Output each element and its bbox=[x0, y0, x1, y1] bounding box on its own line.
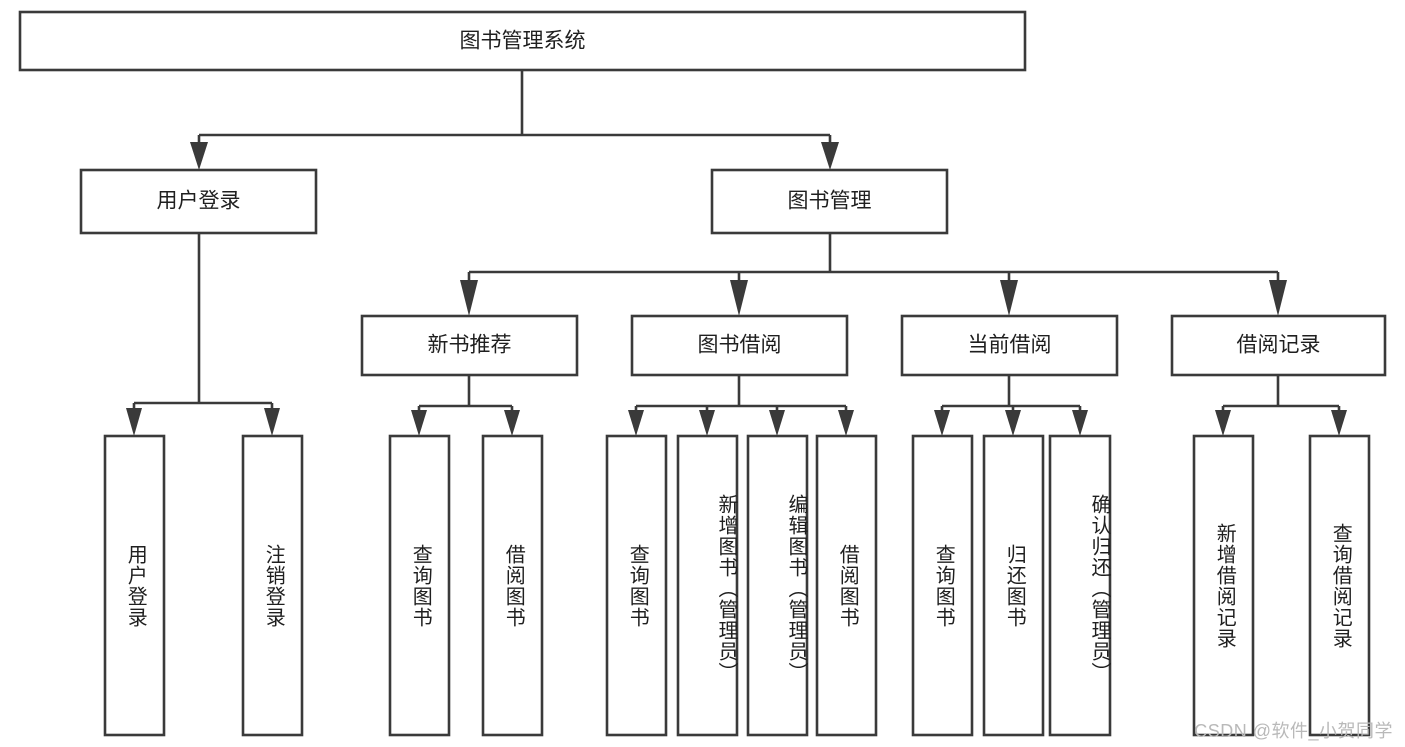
arrow-head-leaf-confirm-return-admin bbox=[1072, 410, 1088, 436]
node-root-label: 图书管理系统 bbox=[460, 30, 586, 53]
connector-current-borrow-to-leaves bbox=[934, 375, 1088, 436]
node-current-borrow-label: 当前借阅 bbox=[968, 334, 1052, 357]
arrow-head-to-book-borrow bbox=[730, 280, 748, 316]
arrow-head-to-user-login bbox=[190, 142, 208, 170]
node-leaf-query-borrow-record-rect[interactable] bbox=[1308, 434, 1371, 737]
node-current-borrow[interactable]: 当前借阅 bbox=[900, 314, 1119, 377]
connector-new-book-recommend-to-leaves bbox=[411, 375, 520, 436]
node-new-book-recommend-rect[interactable] bbox=[360, 314, 579, 377]
node-leaf-edit-book-admin-rect[interactable] bbox=[746, 434, 809, 737]
node-borrow-record-rect[interactable] bbox=[1170, 314, 1387, 377]
arrow-head-leaf-query-book-2 bbox=[628, 410, 644, 436]
node-leaf-query-book-1-rect[interactable] bbox=[388, 434, 451, 737]
node-leaf-query-book-2-rect[interactable] bbox=[605, 434, 668, 737]
node-leaf-user-login-rect[interactable] bbox=[103, 434, 166, 737]
arrow-head-leaf-query-book-1 bbox=[411, 410, 427, 436]
node-leaf-logout-login-rect[interactable] bbox=[241, 434, 304, 737]
node-user-login-rect[interactable] bbox=[79, 168, 318, 235]
connector-book-manage-to-level2 bbox=[460, 233, 1287, 316]
node-root[interactable]: 图书管理系统 bbox=[18, 10, 1027, 72]
node-new-book-recommend-label: 新书推荐 bbox=[428, 334, 512, 357]
arrow-head-to-new-book-recommend bbox=[460, 280, 478, 316]
node-book-borrow-rect[interactable] bbox=[630, 314, 849, 377]
arrow-head-leaf-user-login bbox=[126, 408, 142, 436]
node-borrow-record-label: 借阅记录 bbox=[1237, 334, 1321, 357]
arrow-head-to-current-borrow bbox=[1000, 280, 1018, 316]
node-leaf-return-book-rect[interactable] bbox=[982, 434, 1045, 737]
csdn-watermark: CSDN @软件_小贺同学 bbox=[1194, 721, 1393, 741]
arrow-head-leaf-query-book-3 bbox=[934, 410, 950, 436]
leaf-rects bbox=[103, 434, 1371, 737]
connector-user-login-to-leaves bbox=[126, 233, 280, 436]
arrow-head-leaf-edit-book-admin bbox=[769, 410, 785, 436]
node-user-login[interactable]: 用户登录 bbox=[79, 168, 318, 235]
node-leaf-borrow-book-2-rect[interactable] bbox=[815, 434, 878, 737]
node-user-login-label: 用户登录 bbox=[157, 190, 241, 213]
node-book-borrow[interactable]: 图书借阅 bbox=[630, 314, 849, 377]
connector-borrow-record-to-leaves bbox=[1215, 375, 1347, 436]
node-leaf-confirm-return-admin-rect[interactable] bbox=[1048, 434, 1112, 737]
node-book-manage-rect[interactable] bbox=[710, 168, 949, 235]
node-leaf-query-book-3-rect[interactable] bbox=[911, 434, 974, 737]
node-book-borrow-label: 图书借阅 bbox=[698, 334, 782, 357]
node-book-manage[interactable]: 图书管理 bbox=[710, 168, 949, 235]
node-leaf-borrow-book-1-rect[interactable] bbox=[481, 434, 544, 737]
node-book-manage-label: 图书管理 bbox=[788, 190, 872, 213]
arrow-head-leaf-logout-login bbox=[264, 408, 280, 436]
node-root-rect[interactable] bbox=[18, 10, 1027, 72]
arrow-head-leaf-query-borrow-record bbox=[1331, 410, 1347, 436]
arrow-head-leaf-add-borrow-record bbox=[1215, 410, 1231, 436]
arrow-head-leaf-borrow-book-2 bbox=[838, 410, 854, 436]
arrow-head-to-borrow-record bbox=[1269, 280, 1287, 316]
arrow-head-leaf-borrow-book-1 bbox=[504, 410, 520, 436]
arrow-head-leaf-return-book bbox=[1005, 410, 1021, 436]
node-borrow-record[interactable]: 借阅记录 bbox=[1170, 314, 1387, 377]
connector-book-borrow-to-leaves bbox=[628, 375, 854, 436]
connector-root-to-level1 bbox=[190, 70, 839, 170]
node-leaf-add-borrow-record-rect[interactable] bbox=[1192, 434, 1255, 737]
node-leaf-add-book-admin-rect[interactable] bbox=[676, 434, 739, 737]
node-current-borrow-rect[interactable] bbox=[900, 314, 1119, 377]
arrow-head-leaf-add-book-admin bbox=[699, 410, 715, 436]
arrow-head-to-book-manage bbox=[821, 142, 839, 170]
node-new-book-recommend[interactable]: 新书推荐 bbox=[360, 314, 579, 377]
